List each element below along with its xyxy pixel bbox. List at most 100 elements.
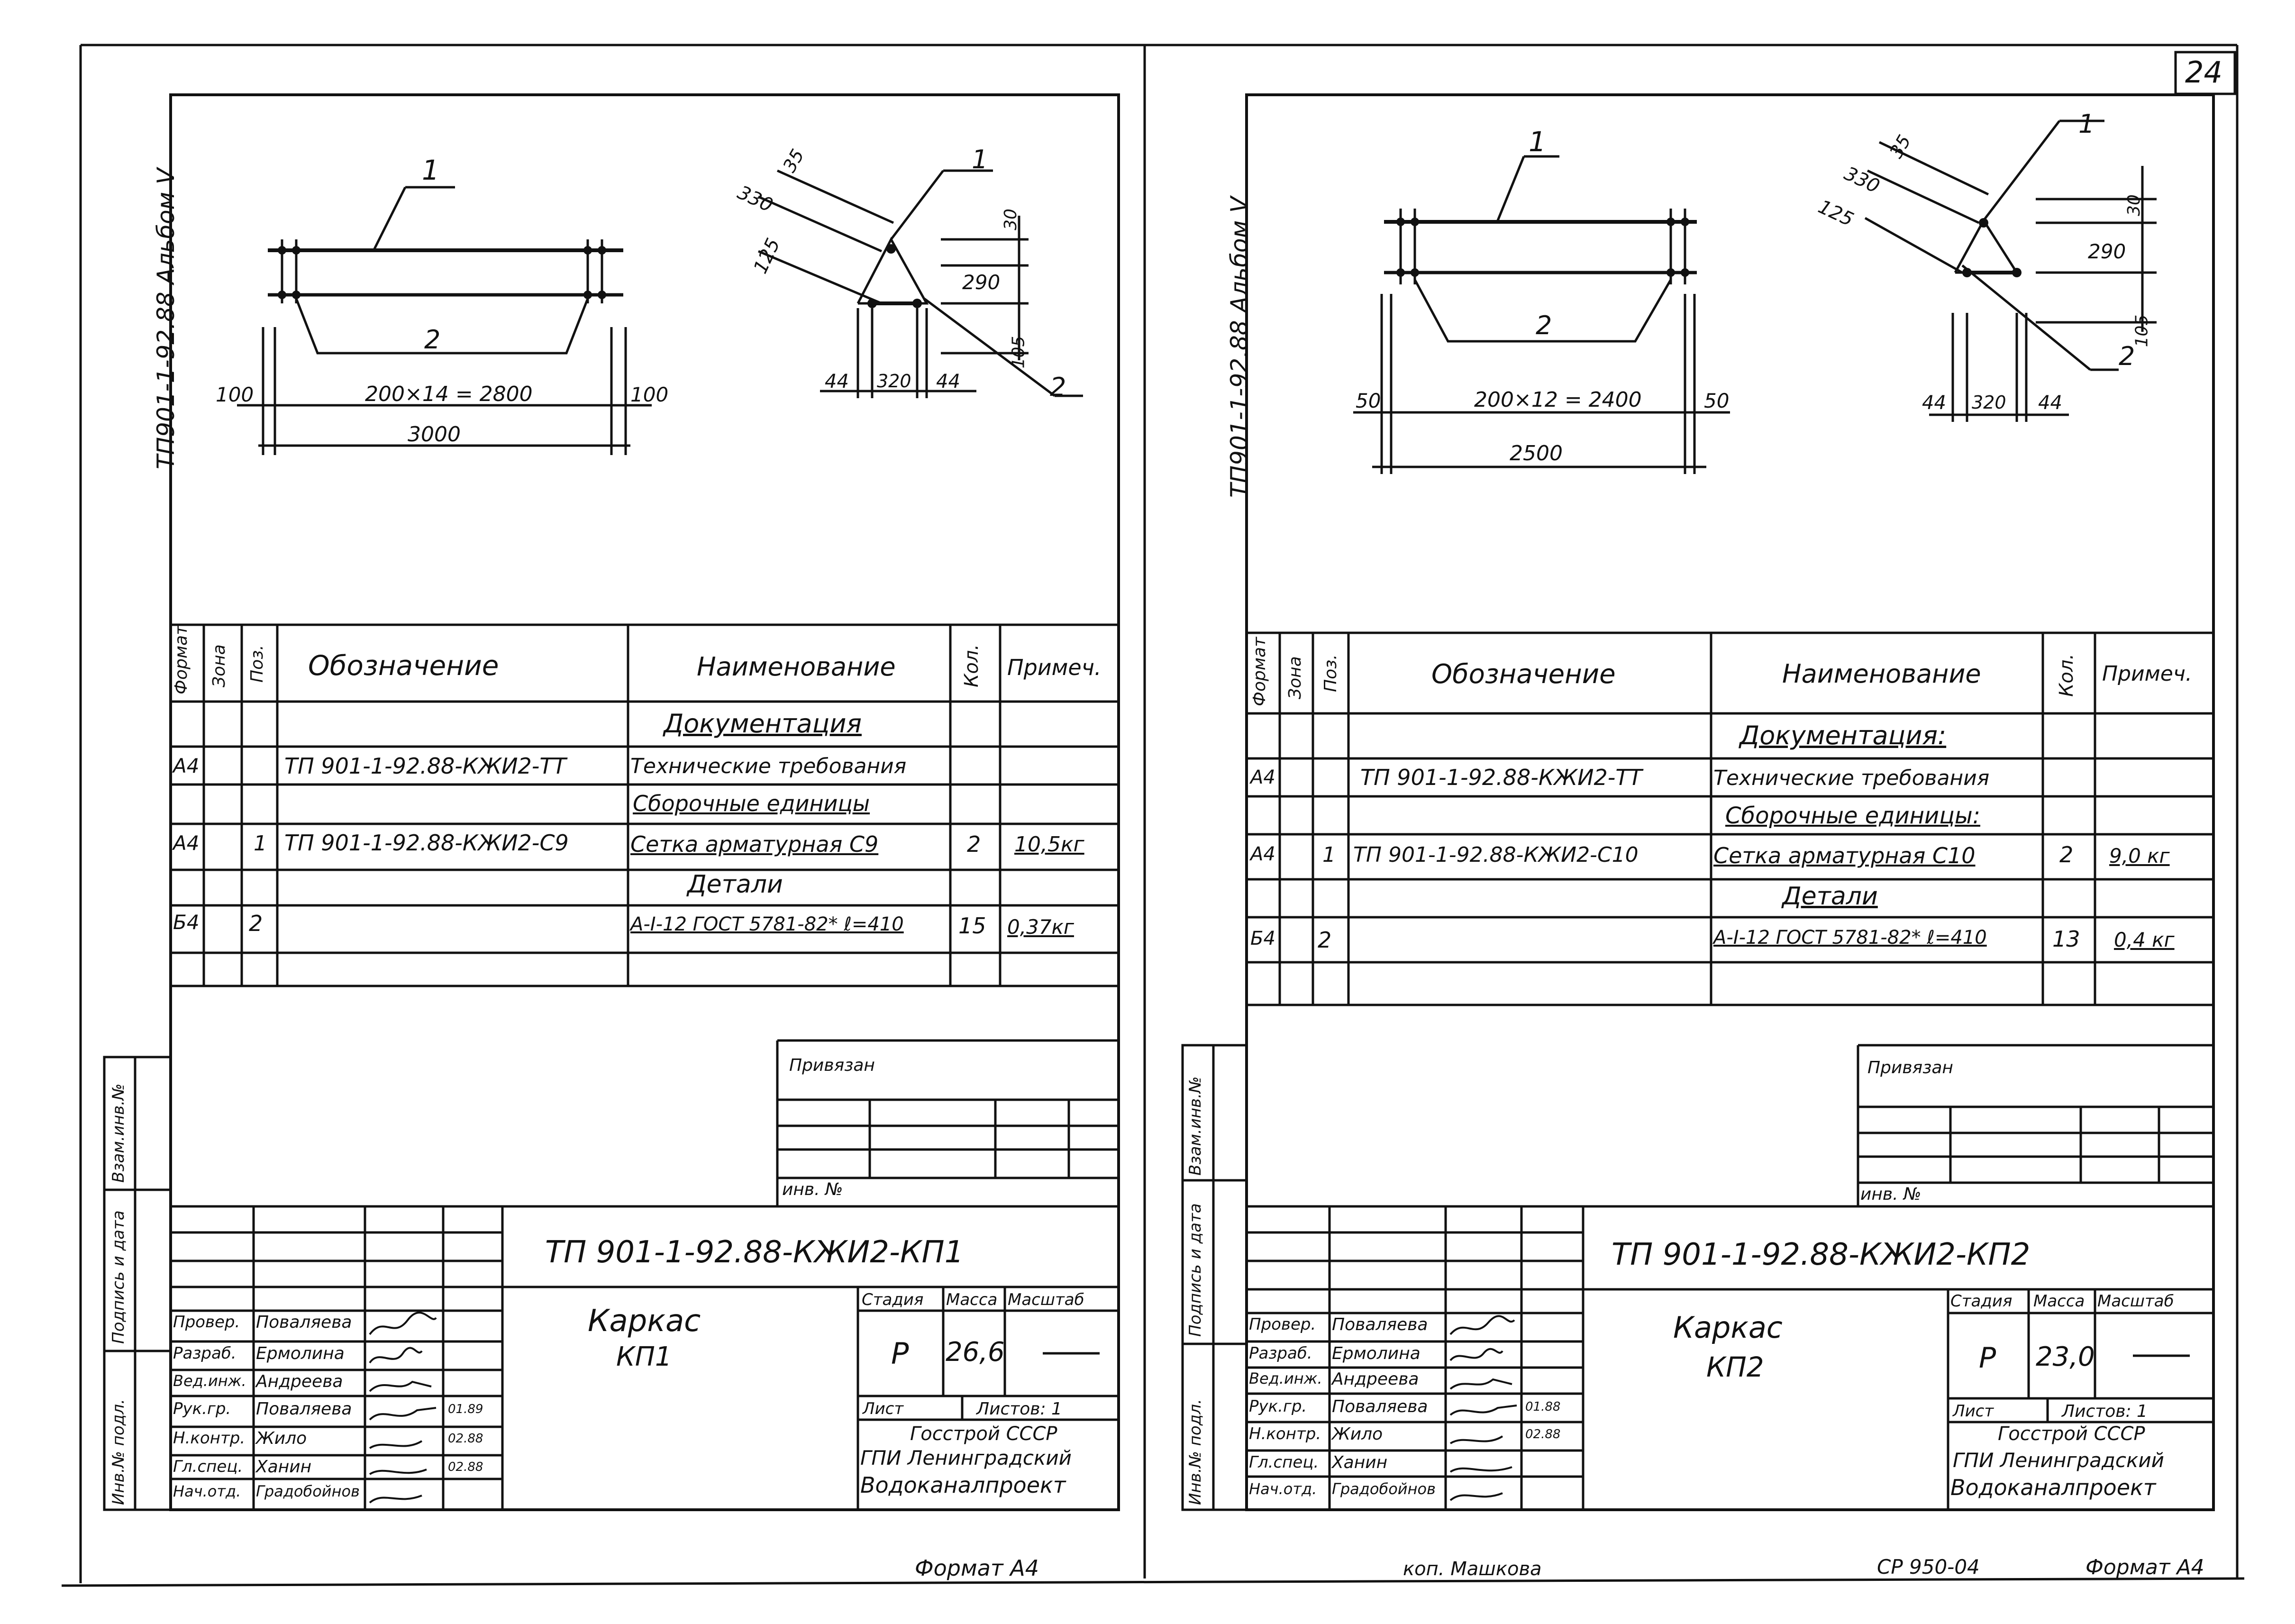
- spec-row-tt-name: Технические требования: [1713, 766, 1990, 790]
- scale-label: Масштаб: [2097, 1292, 2174, 1311]
- staff-date: 01.89: [448, 1402, 483, 1416]
- spec-row-rebar-note: 0,4 кг: [2114, 928, 2175, 951]
- sec-pos-1: 1: [2078, 109, 2095, 139]
- hdr-designation: Обозначение: [1431, 659, 1616, 690]
- staff-name: Андреева: [256, 1372, 343, 1391]
- staff-date: 01.88: [1525, 1400, 1561, 1414]
- spec-row-c10-designation: ТП 901-1-92.88-КЖИ2-С10: [1353, 843, 1639, 867]
- sec-dim-320: 320: [1972, 392, 2006, 413]
- staff-role: Гл.спец.: [173, 1457, 243, 1476]
- spec-row-tt-designation: ТП 901-1-92.88-КЖИ2-ТТ: [284, 753, 566, 779]
- title: Каркас: [588, 1304, 701, 1339]
- staff-role: Вед.инж.: [173, 1372, 246, 1390]
- spec-row-c9-designation: ТП 901-1-92.88-КЖИ2-С9: [284, 830, 569, 856]
- inv-label: инв. №: [1860, 1185, 1922, 1204]
- hdr-pos: Поз.: [1321, 654, 1340, 692]
- staff-name: Жило: [256, 1429, 307, 1448]
- staff-name: Ермолина: [1332, 1344, 1421, 1363]
- spec-row-tt-format: А4: [173, 754, 200, 777]
- doc-code: ТП 901-1-92.88-КЖИ2-КП2: [1612, 1237, 2031, 1272]
- dim-right: 50: [1704, 389, 1730, 412]
- staff-role: Рук.гр.: [173, 1399, 231, 1418]
- spec-row-rebar-qty: 13: [2052, 926, 2080, 952]
- privyazan-label: Привязан: [1867, 1058, 1953, 1077]
- sec-dim-105: 105: [2132, 314, 2152, 347]
- stage-value: Р: [891, 1336, 909, 1371]
- org-line-1: Госстрой СССР: [1998, 1423, 2145, 1445]
- spec-row-c9-qty: 2: [967, 831, 981, 857]
- spec-row-details-name: Детали: [687, 870, 783, 899]
- staff-role: Рук.гр.: [1249, 1397, 1307, 1416]
- sec-dim-44b: 44: [2038, 392, 2062, 414]
- spec-row-rebar-qty: 15: [958, 913, 986, 939]
- spec-row-tt-designation: ТП 901-1-92.88-КЖИ2-ТТ: [1360, 765, 1642, 790]
- staff-name: Ханин: [1332, 1453, 1388, 1472]
- spec-row-docs-name: Документация: [664, 709, 862, 739]
- album-label: ТП901-1-92.88 Альбом Ⅴ: [152, 168, 180, 469]
- stage-label: Стадия: [1950, 1292, 2013, 1311]
- staff-date: 02.88: [448, 1460, 483, 1474]
- spec-row-c9-note: 10,5кг: [1014, 832, 1084, 857]
- dim-right: 100: [630, 383, 669, 406]
- side-label-inv: Инв.№ подл.: [109, 1399, 128, 1505]
- staff-date: 02.88: [1525, 1427, 1561, 1442]
- staff-name: Ермолина: [256, 1344, 345, 1363]
- org-line-1: Госстрой СССР: [910, 1423, 1057, 1445]
- spec-row-c10-format: А4: [1250, 843, 1275, 865]
- hdr-qty: Кол.: [961, 644, 983, 687]
- hdr-format: Формат: [172, 625, 191, 694]
- spec-row-units-name: Сборочные единицы:: [1725, 803, 1980, 829]
- sec-dim-105: 105: [1009, 336, 1029, 369]
- staff-role: Провер.: [1249, 1315, 1316, 1334]
- spec-row-details-name: Детали: [1782, 882, 1878, 911]
- spec-row-rebar-pos: 2: [1318, 927, 1332, 953]
- dim-mid: 200×12 = 2400: [1474, 388, 1642, 412]
- hdr-designation: Обозначение: [308, 649, 499, 682]
- signatures: [369, 1312, 437, 1504]
- privyazan-label: Привязан: [789, 1056, 875, 1075]
- staff-name: Поваляева: [256, 1313, 352, 1332]
- page-number: 24: [2185, 55, 2222, 90]
- sheet-label: Лист: [863, 1399, 904, 1418]
- hdr-format: Формат: [1250, 637, 1269, 706]
- pos-label-2: 2: [1536, 310, 1552, 340]
- sec-dim-290: 290: [962, 271, 1001, 294]
- dim-total: 3000: [408, 422, 461, 447]
- spec-row-units-name: Сборочные единицы: [633, 791, 870, 816]
- sec-dim-30: 30: [1001, 209, 1020, 230]
- sheets-count: Листов: 1: [2062, 1402, 2148, 1421]
- stage-label: Стадия: [862, 1290, 924, 1309]
- staff-name: Поваляева: [256, 1399, 352, 1419]
- sheets-count: Листов: 1: [976, 1399, 1062, 1419]
- subtitle: КП2: [1706, 1351, 1764, 1383]
- staff-date: 02.88: [448, 1432, 483, 1446]
- hdr-qty: Кол.: [2056, 653, 2077, 697]
- spec-row-c10-name: Сетка арматурная С10: [1713, 843, 1976, 868]
- staff-name: Жило: [1332, 1424, 1383, 1444]
- org-line-3: Водоканалпроект: [1950, 1475, 2156, 1500]
- side-label-sign: Подпись и дата: [1186, 1203, 1205, 1337]
- pos-label-1: 1: [422, 154, 439, 186]
- hdr-name: Наименование: [697, 652, 896, 682]
- hdr-pos: Поз.: [247, 645, 267, 683]
- staff-role: Вед.инж.: [1249, 1369, 1322, 1387]
- staff-name: Андреева: [1332, 1369, 1419, 1389]
- spec-row-rebar-format: Б4: [173, 911, 200, 934]
- staff-role: Н.контр.: [1249, 1424, 1321, 1443]
- staff-role: Нач.отд.: [1249, 1480, 1317, 1498]
- spec-row-tt-name: Технические требования: [630, 754, 907, 778]
- album-label: ТП901-1-92.88 Альбом Ⅴ: [1226, 196, 1253, 498]
- sec-dim-44a: 44: [825, 371, 849, 392]
- pos-label-1: 1: [1529, 126, 1546, 158]
- spec-row-rebar-name: А-I-12 ГОСТ 5781-82* ℓ=410: [1713, 927, 1987, 949]
- hdr-name: Наименование: [1782, 659, 1981, 689]
- staff-role: Нач.отд.: [173, 1482, 241, 1500]
- dim-total: 2500: [1510, 441, 1563, 465]
- staff-name: Градобойнов: [256, 1482, 360, 1500]
- spec-row-rebar-format: Б4: [1250, 928, 1275, 949]
- staff-role: Разраб.: [1249, 1344, 1312, 1363]
- doc-code: ТП 901-1-92.88-КЖИ2-КП1: [545, 1235, 964, 1270]
- hdr-zone: Зона: [209, 644, 229, 687]
- side-label-vzam: Взам.инв.№: [1186, 1076, 1205, 1176]
